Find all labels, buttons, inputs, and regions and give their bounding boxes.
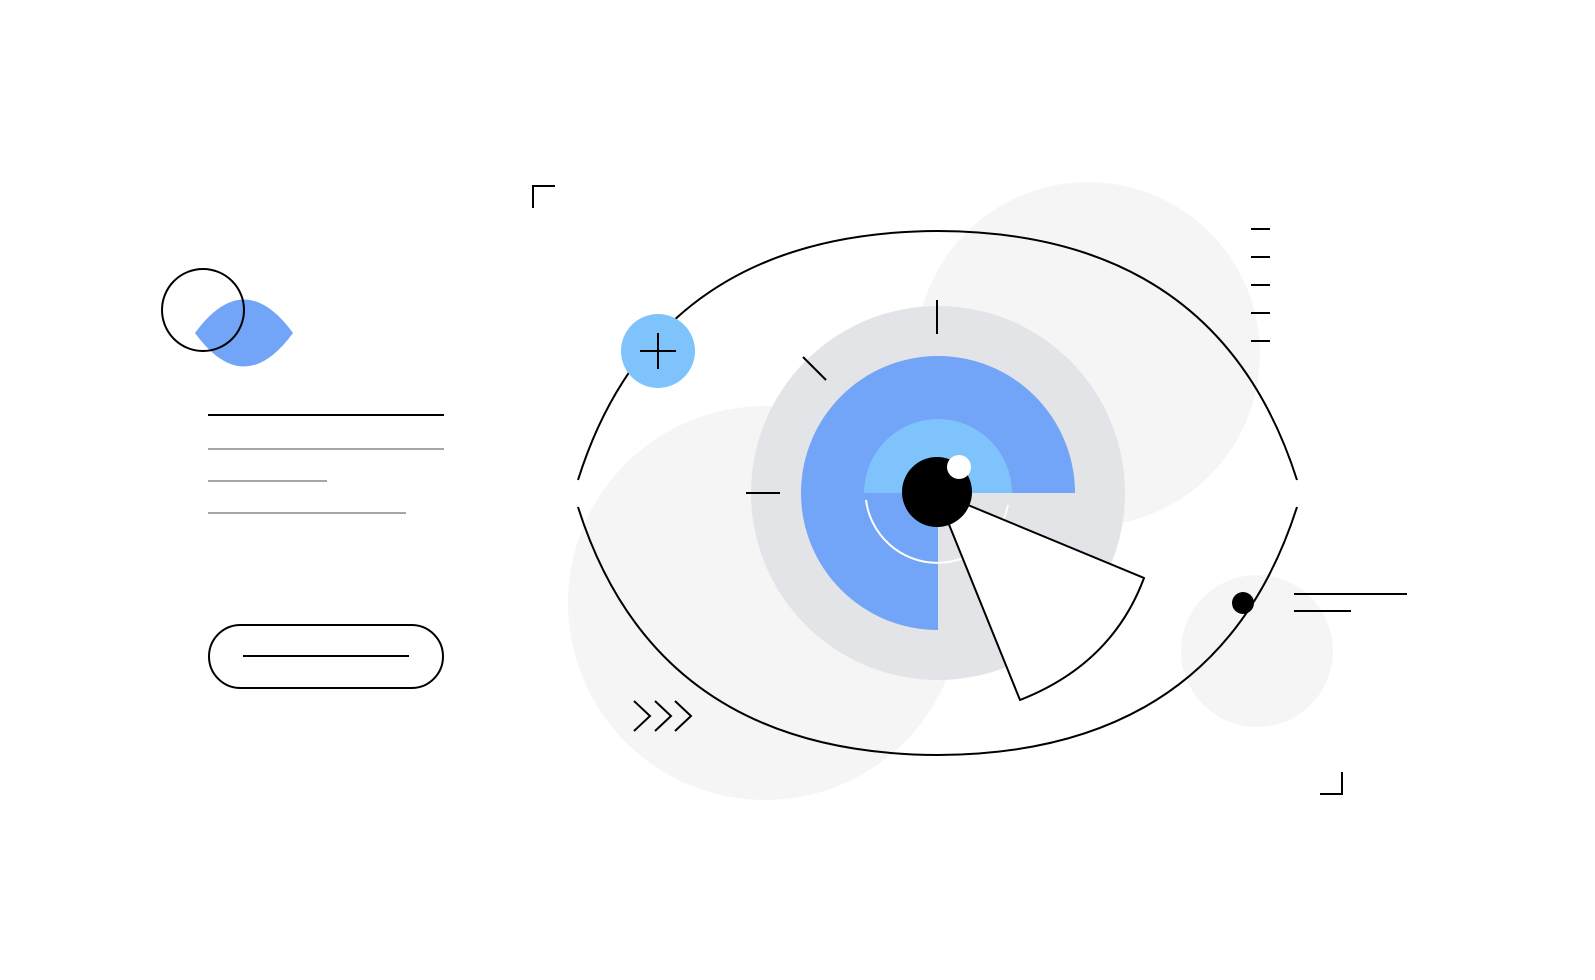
- info-card: [161, 268, 444, 689]
- corner-bracket-bottom-right: [1320, 772, 1343, 795]
- pupil-glint: [947, 455, 971, 479]
- background-blob-small-right: [1181, 575, 1333, 727]
- eye-marker-dot: [1232, 592, 1254, 614]
- card-action-button[interactable]: [208, 624, 444, 689]
- plus-icon[interactable]: [621, 314, 695, 388]
- pupil: [902, 455, 972, 527]
- eye-logo-icon: [161, 268, 293, 367]
- iris-inner: [864, 419, 1012, 493]
- triple-chevron-right-icon: [633, 700, 693, 732]
- corner-bracket-top-left: [532, 185, 555, 208]
- scan-beam: [946, 503, 1146, 702]
- iris-tick-diagonal: [802, 356, 827, 381]
- scale-ticks: [1251, 228, 1270, 342]
